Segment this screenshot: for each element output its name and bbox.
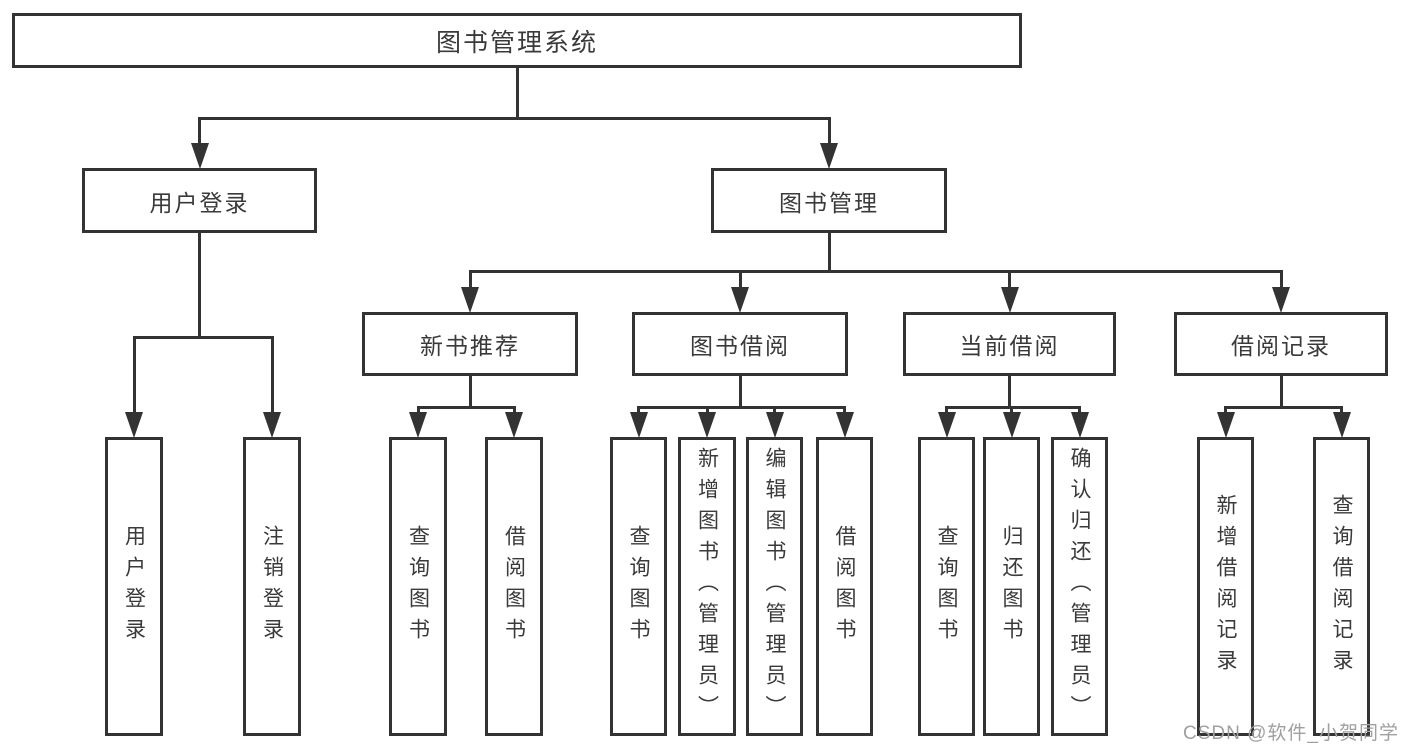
arrow-down-icon — [263, 412, 281, 438]
node-leaf-user-login: 用户登录 — [105, 437, 163, 736]
arrow-down-icon — [1216, 412, 1235, 438]
node-leaf-br-query: 查询借阅记录 — [1313, 437, 1370, 736]
node-label: 借阅图书 — [833, 524, 856, 649]
connector-drop — [738, 270, 742, 292]
connector-stem — [198, 233, 201, 339]
node-label: 编辑图书（管理员） — [763, 447, 786, 726]
connector-bar — [945, 406, 1081, 409]
node-label: 查询图书 — [935, 524, 958, 649]
connector-bar — [637, 406, 846, 409]
node-label: 图书管理系统 — [435, 28, 598, 57]
node-label: 新增借阅记录 — [1214, 493, 1237, 680]
connector-stem — [515, 68, 519, 120]
connector-drop — [827, 117, 831, 148]
node-label: 图书借阅 — [690, 333, 790, 359]
connector-drop — [1010, 406, 1013, 417]
node-label: 当前借阅 — [959, 333, 1060, 359]
node-root: 图书管理系统 — [12, 13, 1022, 68]
arrow-down-icon — [820, 143, 838, 169]
node-label: 查询图书 — [406, 524, 430, 649]
node-leaf-bb-borrow: 借阅图书 — [816, 437, 873, 736]
node-borrow-records: 借阅记录 — [1174, 312, 1388, 376]
node-label: 确认归还（管理员） — [1068, 447, 1091, 726]
arrow-down-icon — [1070, 412, 1089, 438]
node-label: 用户登录 — [149, 189, 250, 216]
arrow-down-icon — [461, 287, 479, 313]
node-leaf-cb-confirm: 确认归还（管理员） — [1051, 437, 1108, 736]
node-label: 注销登录 — [260, 524, 284, 649]
connector-drop — [1340, 406, 1343, 417]
connector-bar — [132, 336, 274, 339]
connector-drop — [198, 117, 201, 148]
connector-drop — [945, 406, 948, 417]
connector-stem — [1279, 376, 1283, 409]
node-label: 图书管理 — [779, 189, 879, 216]
arrow-down-icon — [1272, 287, 1290, 313]
connector-drop — [637, 406, 640, 417]
node-label: 查询图书 — [627, 524, 650, 649]
arrow-down-icon — [190, 143, 209, 169]
connector-stem — [468, 376, 472, 409]
connector-drop — [843, 406, 846, 417]
node-leaf-bb-edit: 编辑图书（管理员） — [746, 437, 803, 736]
node-book-borrow: 图书借阅 — [632, 312, 848, 376]
node-label: 新书推荐 — [420, 333, 520, 359]
arrow-down-icon — [835, 412, 854, 438]
node-leaf-bb-query: 查询图书 — [610, 437, 667, 736]
node-leaf-logout: 注销登录 — [243, 437, 301, 736]
node-leaf-br-add: 新增借阅记录 — [1197, 437, 1254, 736]
arrow-down-icon — [629, 412, 648, 438]
node-label: 用户登录 — [122, 524, 146, 649]
csdn-watermark: CSDN @软件_小贺同学 — [1183, 723, 1399, 744]
arrow-down-icon — [505, 412, 523, 438]
connector-bar — [416, 406, 516, 409]
connector-stem — [738, 376, 742, 409]
connector-drop — [132, 336, 136, 417]
node-current-borrow: 当前借阅 — [903, 312, 1116, 376]
connector-drop — [1078, 406, 1081, 417]
connector-drop — [270, 336, 274, 417]
arrow-down-icon — [1002, 412, 1021, 438]
connector-drop — [512, 406, 516, 417]
connector-stem — [827, 233, 831, 273]
connector-drop — [416, 406, 420, 417]
arrow-down-icon — [698, 412, 716, 438]
arrow-down-icon — [409, 412, 427, 438]
node-login: 用户登录 — [82, 168, 317, 233]
connector-bar — [198, 117, 831, 120]
connector-drop — [468, 270, 472, 292]
connector-bar — [468, 270, 1283, 273]
node-leaf-cb-query: 查询图书 — [918, 437, 975, 736]
arrow-down-icon — [937, 412, 956, 438]
connector-bar — [1224, 406, 1343, 409]
connector-stem — [1008, 376, 1011, 409]
connector-drop — [1224, 406, 1227, 417]
node-leaf-bb-add: 新增图书（管理员） — [678, 437, 736, 736]
arrow-down-icon — [1332, 412, 1351, 438]
node-leaf-cb-return: 归还图书 — [983, 437, 1040, 736]
connector-drop — [773, 406, 776, 417]
connector-drop — [705, 406, 709, 417]
node-label: 新增图书（管理员） — [695, 447, 719, 726]
connector-drop — [1008, 270, 1011, 292]
arrow-down-icon — [731, 287, 749, 313]
connector-drop — [1279, 270, 1283, 292]
node-mgmt: 图书管理 — [711, 168, 947, 233]
arrow-down-icon — [1000, 287, 1019, 313]
arrow-down-icon — [125, 412, 143, 438]
node-leaf-nb-query: 查询图书 — [389, 437, 447, 736]
arrow-down-icon — [765, 412, 784, 438]
node-new-books: 新书推荐 — [362, 312, 578, 376]
node-label: 归还图书 — [1000, 524, 1023, 649]
node-label: 借阅图书 — [502, 524, 526, 649]
node-leaf-nb-borrow: 借阅图书 — [485, 437, 543, 736]
node-label: 查询借阅记录 — [1330, 493, 1353, 680]
node-label: 借阅记录 — [1231, 333, 1331, 359]
